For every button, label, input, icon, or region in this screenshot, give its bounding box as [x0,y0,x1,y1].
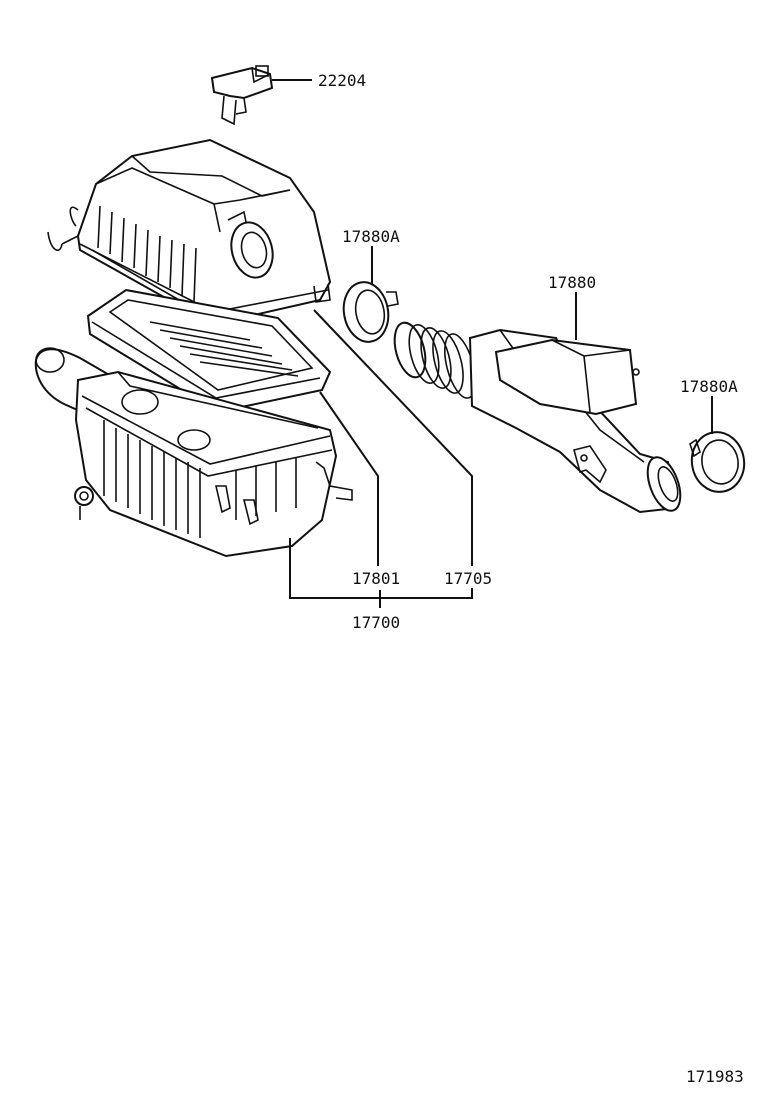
label-22204[interactable]: 22204 [318,71,366,90]
label-17801[interactable]: 17801 [352,569,400,588]
air-filter-element-part[interactable] [86,288,332,414]
airflow-sensor-part[interactable] [210,65,274,126]
label-17705[interactable]: 17705 [444,569,492,588]
label-17700[interactable]: 17700 [352,613,400,632]
label-17880[interactable]: 17880 [548,273,596,292]
leader-17705 [313,309,473,566]
intake-hose-part[interactable] [389,319,687,515]
air-cleaner-lower-case-part[interactable] [34,347,353,558]
hose-clamp-right-part[interactable] [687,428,749,496]
label-17880A-right[interactable]: 17880A [680,377,738,396]
diagram-number: 171983 [686,1067,744,1086]
hose-clamp-left-part[interactable] [339,279,399,346]
leader-17700-bracket [289,538,473,599]
label-17880A-left[interactable]: 17880A [342,227,400,246]
air-cleaner-cap-part[interactable] [47,138,332,327]
leader-17801 [319,391,379,566]
